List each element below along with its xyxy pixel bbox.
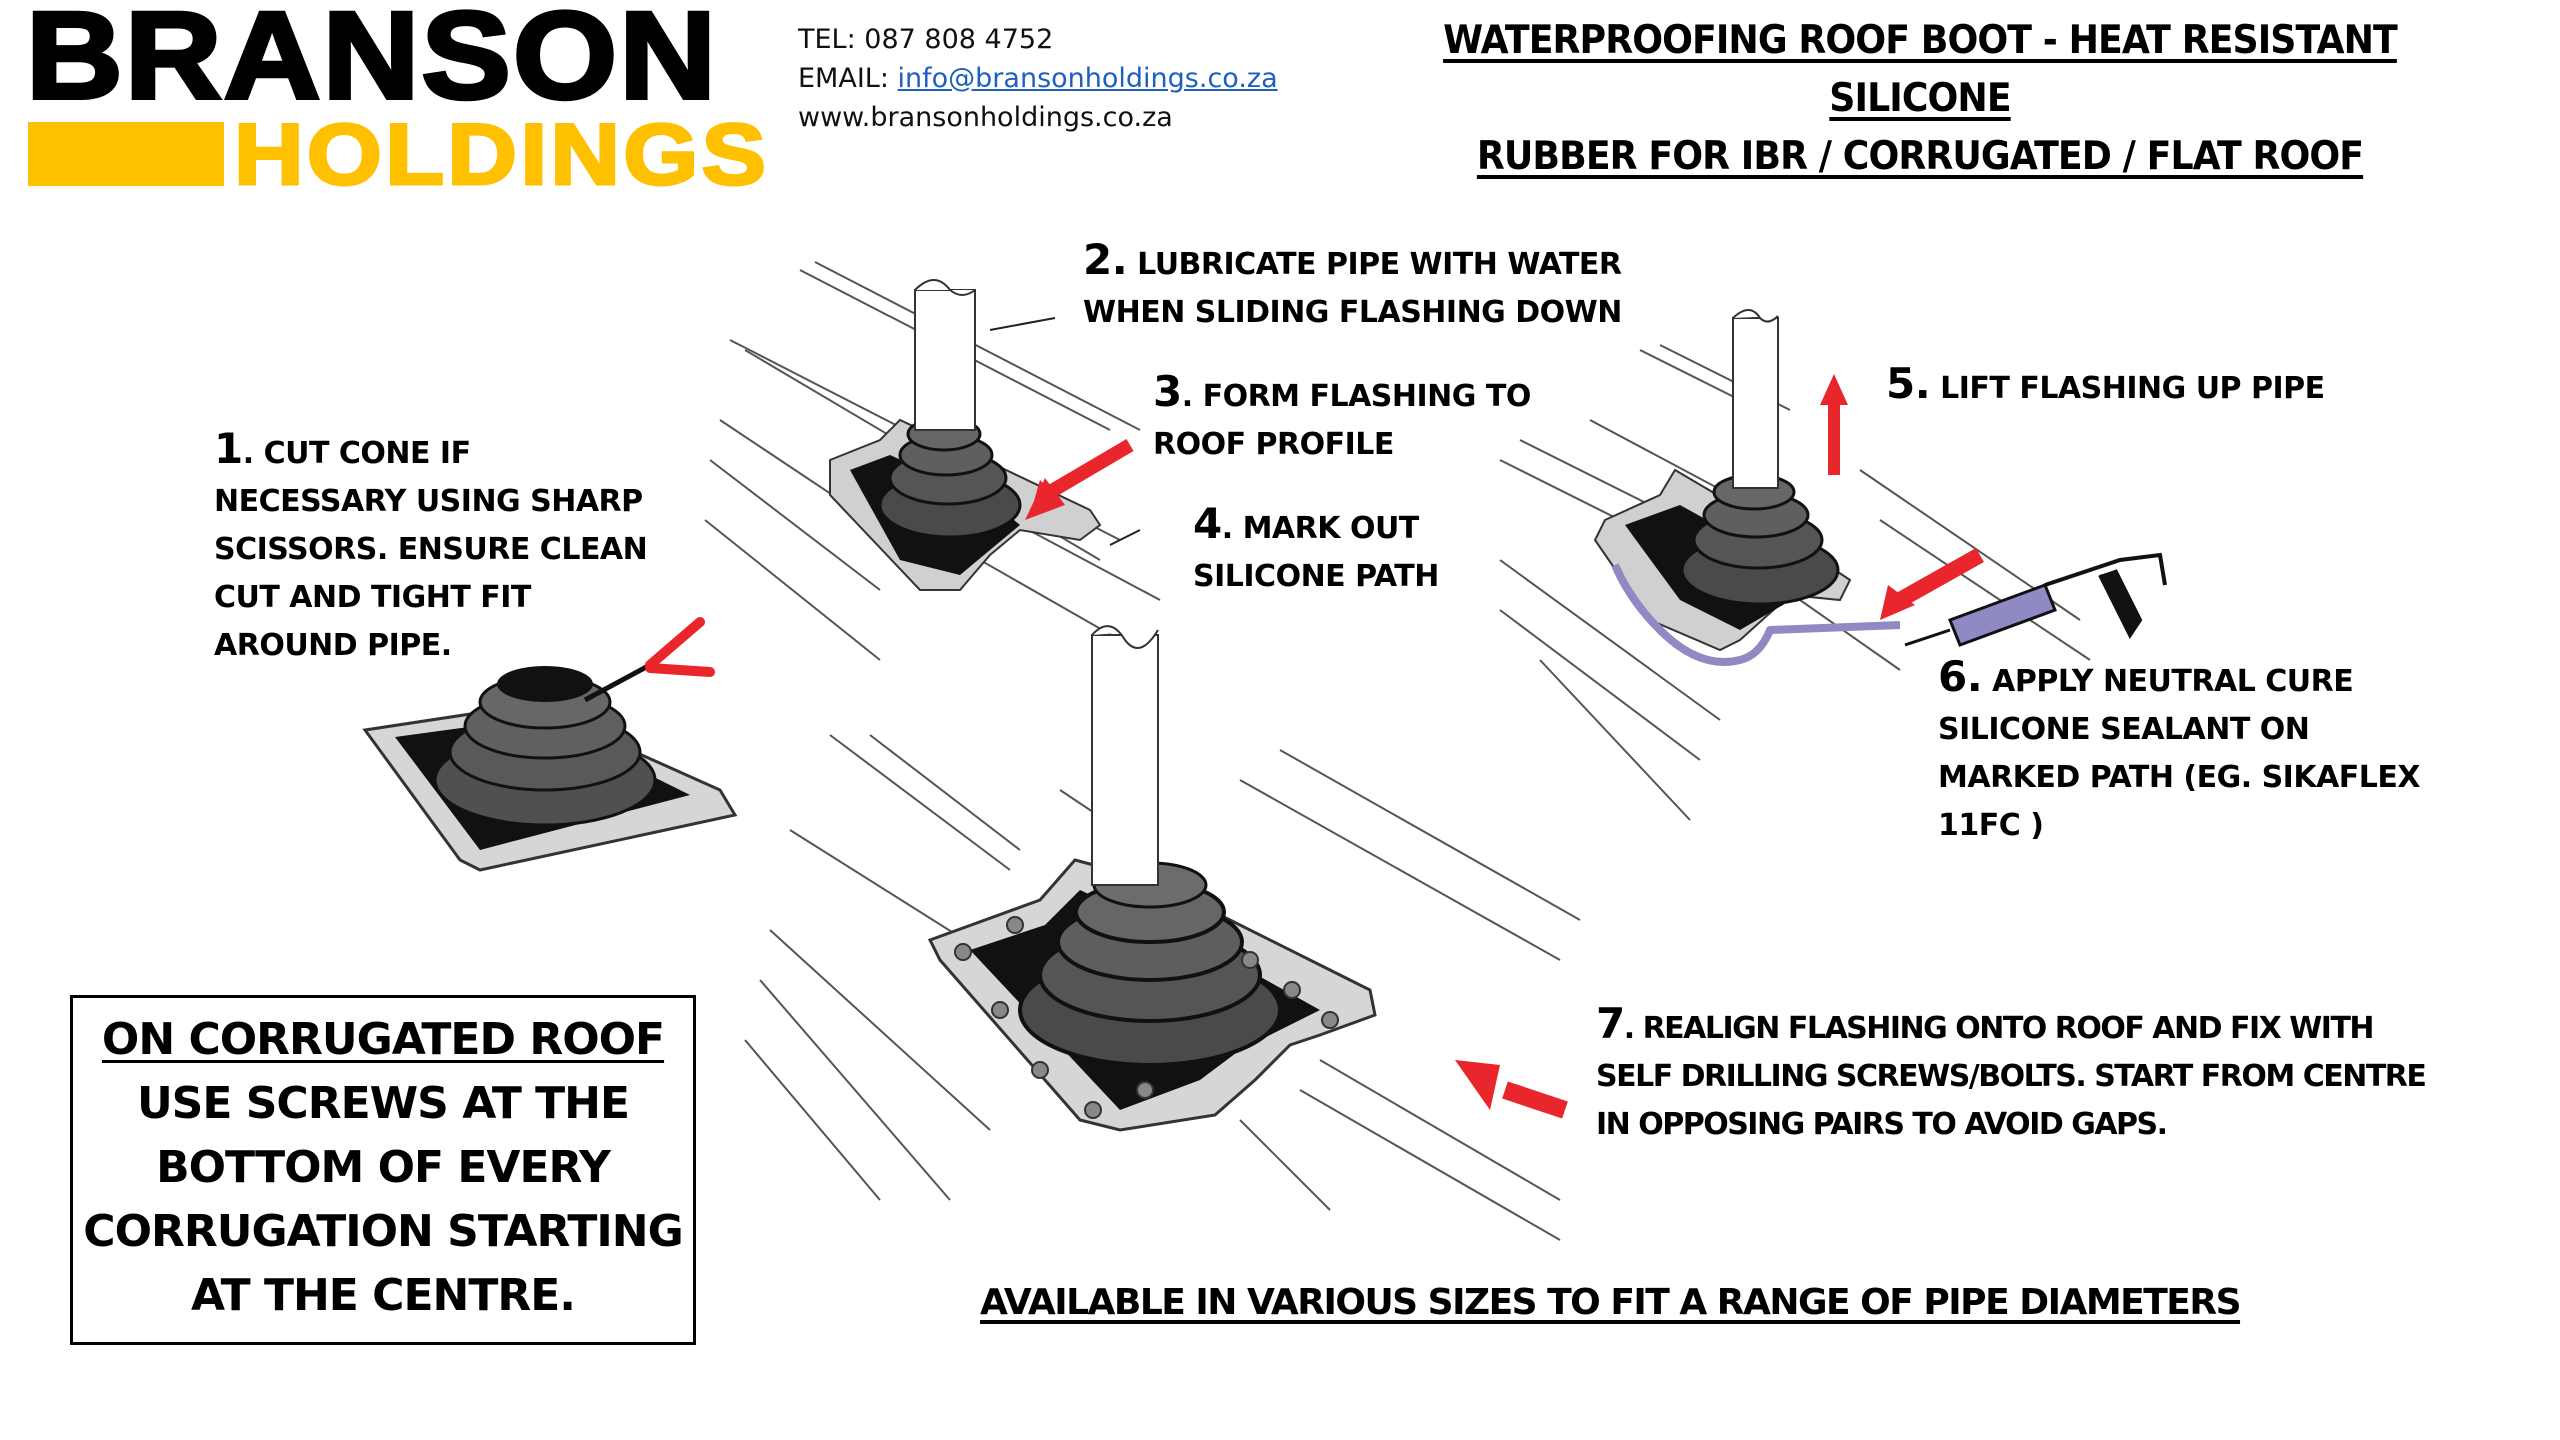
step-number: 4 [1193, 499, 1222, 548]
step-text: SILICONE PATH [1193, 559, 1439, 594]
title-line-1: WATERPROOFING ROOF BOOT - HEAT RESISTANT… [1443, 18, 2398, 121]
step-text: FORM FLASHING TO [1202, 379, 1532, 414]
note-line: CORRUGATION STARTING [83, 1206, 683, 1257]
step-7: 7. REALIGN FLASHING ONTO ROOF AND FIX WI… [1596, 999, 2427, 1149]
roof-boot-step-1 [362, 617, 738, 872]
step-number: 7 [1596, 999, 1625, 1048]
note-heading: ON CORRUGATED ROOF [101, 1014, 665, 1065]
step-3: 3. FORM FLASHING TO ROOF PROFILE [1153, 368, 1531, 469]
step-text: REALIGN FLASHING ONTO ROOF AND FIX WITH [1642, 1011, 2375, 1046]
step-text: ROOF PROFILE [1153, 427, 1394, 462]
contact-website: www.bransonholdings.co.za [798, 102, 1173, 133]
tel-number: 087 808 4752 [864, 24, 1054, 55]
step-text: NECESSARY USING SHARP [214, 484, 643, 519]
step-text: MARK OUT [1242, 511, 1420, 546]
step-text: WHEN SLIDING FLASHING DOWN [1083, 295, 1622, 330]
logo-holdings: HOLDINGS [232, 107, 770, 203]
note-line: USE SCREWS AT THE [136, 1078, 630, 1129]
step-text: APPLY NEUTRAL CURE [1992, 664, 2354, 699]
step-text: 11FC ) [1938, 808, 2044, 843]
step-text: AROUND PIPE. [214, 628, 452, 663]
email-link[interactable]: info@bransonholdings.co.za [897, 63, 1278, 94]
tel-label: TEL: [798, 24, 856, 55]
footer-availability: AVAILABLE IN VARIOUS SIZES TO FIT A RANG… [980, 1282, 2242, 1323]
step-2: 2. LUBRICATE PIPE WITH WATER WHEN SLIDIN… [1083, 236, 1622, 337]
step-4: 4. MARK OUT SILICONE PATH [1193, 500, 1439, 601]
step-text: MARKED PATH (EG. SIKAFLEX [1938, 760, 2421, 795]
step-number: 1 [214, 424, 243, 473]
step-6: 6. APPLY NEUTRAL CURE SILICONE SEALANT O… [1938, 652, 2421, 850]
corrugated-roof-note: ON CORRUGATED ROOF USE SCREWS AT THE BOT… [70, 995, 696, 1345]
step-text: SILICONE SEALANT ON [1938, 712, 2310, 747]
step-number: 3 [1153, 367, 1182, 416]
roof-lines-b [744, 734, 1581, 1241]
roof-boot-step-2 [829, 279, 1141, 591]
step-number: 5. [1886, 359, 1931, 408]
step-number: 6. [1938, 652, 1983, 701]
step-text: CUT AND TIGHT FIT [214, 580, 531, 615]
step-5: 5. LIFT FLASHING UP PIPE [1886, 360, 2325, 413]
step-text: CUT CONE IF [263, 436, 472, 471]
contact-email: EMAIL: info@bransonholdings.co.za [798, 59, 1278, 98]
step-text: SCISSORS. ENSURE CLEAN [214, 532, 648, 567]
roof-boot-step-5 [1593, 309, 2167, 666]
step-text: LUBRICATE PIPE WITH WATER [1137, 247, 1622, 282]
page-title: WATERPROOFING ROOF BOOT - HEAT RESISTANT… [1353, 12, 2488, 186]
note-line: AT THE CENTRE. [190, 1270, 576, 1321]
contact-block: TEL: 087 808 4752 EMAIL: info@bransonhol… [798, 20, 1278, 137]
note-line: BOTTOM OF EVERY [156, 1142, 611, 1193]
logo-branson: BRANSON [24, 0, 719, 125]
step-text: LIFT FLASHING UP PIPE [1940, 371, 2325, 406]
roof-boot-step-7 [927, 625, 1568, 1132]
step-text: IN OPPOSING PAIRS TO AVOID GAPS. [1596, 1107, 2168, 1142]
title-line-2: RUBBER FOR IBR / CORRUGATED / FLAT ROOF [1476, 134, 2364, 179]
contact-tel: TEL: 087 808 4752 [798, 20, 1278, 59]
step-1: 1. CUT CONE IF NECESSARY USING SHARP SCI… [214, 424, 648, 670]
step-text: SELF DRILLING SCREWS/BOLTS. START FROM C… [1596, 1059, 2427, 1094]
logo-yellow-bar [28, 122, 224, 186]
email-label: EMAIL: [798, 63, 889, 94]
step-number: 2. [1083, 235, 1128, 284]
